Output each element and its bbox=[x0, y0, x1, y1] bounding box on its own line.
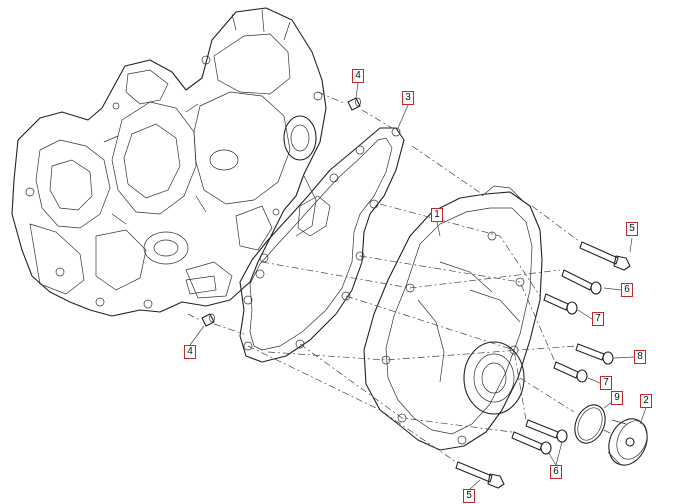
bolt-8 bbox=[575, 343, 614, 365]
generator-cover bbox=[363, 185, 543, 451]
callout-9[interactable]: 9 bbox=[611, 391, 623, 405]
bolt-6-lower-a bbox=[525, 419, 568, 443]
callout-3[interactable]: 3 bbox=[402, 91, 414, 105]
callout-4-upper[interactable]: 4 bbox=[352, 69, 364, 83]
callout-6-lower[interactable]: 6 bbox=[550, 465, 562, 479]
callout-7-lower[interactable]: 7 bbox=[600, 376, 612, 390]
callout-5-lower[interactable]: 5 bbox=[463, 489, 475, 503]
bolt-6-upper bbox=[561, 269, 602, 295]
dowel-pin-upper bbox=[347, 97, 361, 111]
crankcase bbox=[11, 7, 327, 317]
bolt-6-lower-b bbox=[511, 431, 552, 455]
callout-4-lower[interactable]: 4 bbox=[184, 345, 196, 359]
dowel-pin-lower bbox=[201, 313, 215, 327]
o-ring bbox=[574, 404, 606, 444]
callout-2[interactable]: 2 bbox=[640, 394, 652, 408]
bolt-upper-long bbox=[579, 241, 631, 271]
callout-8[interactable]: 8 bbox=[634, 350, 646, 364]
cover-cap bbox=[607, 418, 648, 466]
gasket bbox=[239, 127, 405, 363]
callout-5-upper[interactable]: 5 bbox=[626, 222, 638, 236]
callout-1[interactable]: 1 bbox=[431, 208, 443, 222]
callout-6-upper[interactable]: 6 bbox=[621, 283, 633, 297]
callout-7-upper[interactable]: 7 bbox=[592, 312, 604, 326]
leader-lines bbox=[189, 82, 647, 491]
bolt-7-lower bbox=[553, 361, 588, 383]
bolt-7-upper bbox=[543, 293, 578, 315]
bolt-lower-long bbox=[455, 461, 505, 489]
alignment-lines bbox=[187, 91, 613, 463]
